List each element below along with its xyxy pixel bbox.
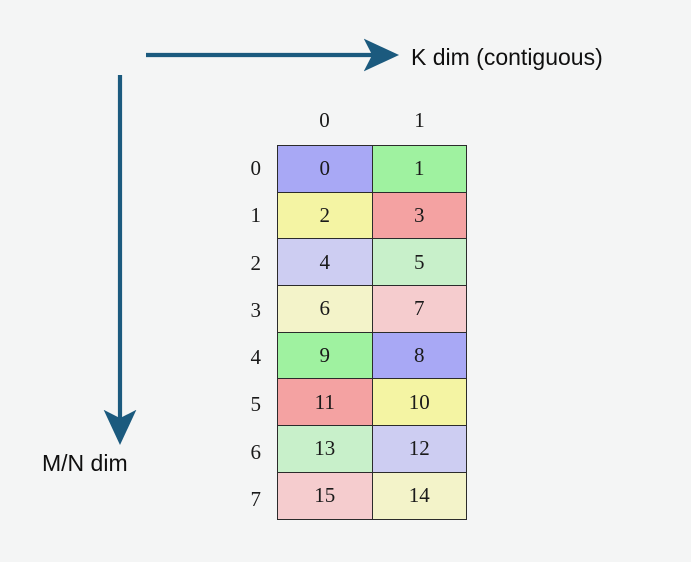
matrix-cell: 0 [277, 145, 373, 193]
matrix-cell: 9 [277, 331, 373, 380]
k-dim-label: K dim (contiguous) [411, 44, 603, 70]
matrix-cell: 7 [371, 285, 467, 333]
matrix-cell: 12 [371, 425, 467, 473]
table-row: 13 12 [277, 425, 467, 473]
matrix-cell: 13 [277, 425, 373, 473]
matrix-cell: 15 [277, 471, 373, 520]
row-header-4: 4 [250, 345, 262, 369]
matrix-cell: 3 [371, 191, 467, 240]
table-row: 4 5 [277, 238, 467, 287]
table-row: 6 7 [277, 285, 467, 333]
matrix-cell: 2 [277, 191, 373, 240]
table-row: 9 8 [277, 331, 467, 380]
matrix-cell: 6 [277, 285, 373, 333]
column-header-0: 0 [319, 108, 330, 132]
row-header-5: 5 [250, 392, 262, 417]
row-header-2: 2 [250, 250, 262, 275]
matrix-cell: 14 [371, 471, 467, 520]
table-row: 11 10 [277, 378, 467, 427]
table-row: 0 1 [277, 145, 467, 193]
matrix-cell: 5 [371, 238, 467, 287]
column-header-row: 0 1 [277, 108, 467, 133]
matrix-cell: 10 [371, 378, 467, 427]
row-header-6: 6 [250, 439, 262, 464]
matrix-cell: 8 [371, 331, 467, 380]
matrix-cell: 1 [371, 145, 467, 193]
matrix-cell: 11 [277, 378, 373, 427]
table-row: 15 14 [277, 471, 467, 520]
row-header-1: 1 [250, 203, 262, 228]
table-row: 2 3 [277, 191, 467, 240]
mn-dim-label: M/N dim [42, 450, 128, 476]
row-header-3: 3 [250, 297, 262, 322]
row-header-7: 7 [250, 486, 262, 511]
column-header-1: 1 [414, 108, 425, 132]
row-header-0: 0 [250, 156, 262, 180]
row-header-column: 0 1 2 3 4 5 6 7 [219, 145, 262, 523]
memory-layout-matrix: 0 1 2 3 4 5 6 7 9 8 [277, 145, 467, 520]
matrix-container: 0 1 0 1 2 3 4 5 6 7 0 1 2 3 [251, 108, 467, 520]
matrix-cell: 4 [277, 238, 373, 287]
